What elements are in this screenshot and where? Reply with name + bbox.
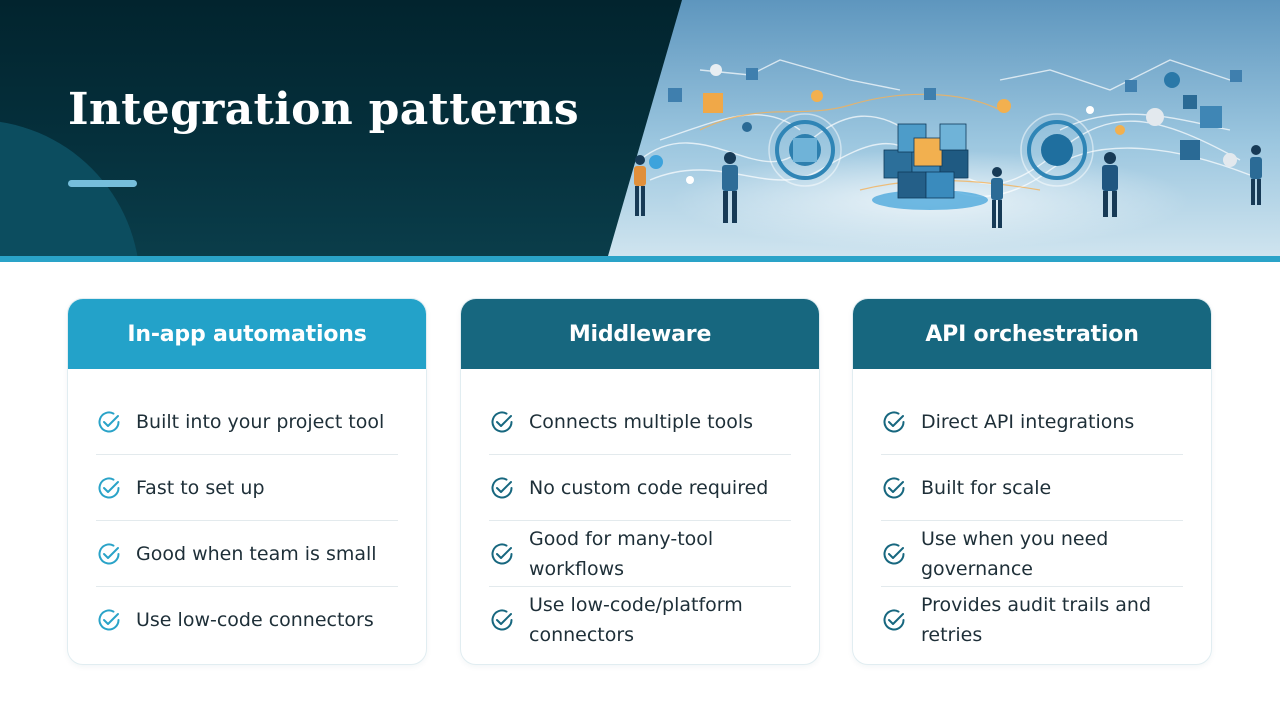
item-label: Use low-code connectors: [136, 609, 374, 631]
list-item: Provides audit trails and retries: [881, 587, 1183, 653]
item-label: Direct API integrations: [921, 410, 1135, 433]
check-circle-icon: [883, 542, 905, 564]
list-item: Direct API integrations: [881, 389, 1183, 455]
list-item: Built into your project tool: [96, 389, 398, 455]
card-title: API orchestration: [853, 299, 1211, 369]
list-item: Built for scale: [881, 455, 1183, 521]
check-circle-icon: [98, 542, 120, 564]
header-accent-stripe: [0, 256, 1280, 262]
card-api-orchestration: API orchestration Direct API integration…: [852, 298, 1212, 665]
list-item: Use low-code connectors: [96, 587, 398, 653]
list-item: Use when you need governance: [881, 521, 1183, 587]
item-label: No custom code required: [529, 476, 769, 499]
list-item: Good for many-tool workflows: [489, 521, 791, 587]
check-circle-icon: [491, 476, 513, 498]
item-label: Fast to set up: [136, 476, 265, 499]
card-title: Middleware: [461, 299, 819, 369]
integration-network-illustration: [608, 0, 1280, 256]
check-circle-icon: [883, 410, 905, 432]
check-circle-icon: [883, 609, 905, 631]
card-middleware: Middleware Connects multiple tools No cu…: [460, 298, 820, 665]
item-label: Connects multiple tools: [529, 410, 754, 433]
check-circle-icon: [98, 609, 120, 631]
card-in-app-automations: In-app automations Built into your proje…: [67, 298, 427, 665]
item-label: Good for many-tool workflows: [529, 527, 714, 580]
list-item: Good when team is small: [96, 521, 398, 587]
title-underline: [68, 180, 137, 187]
item-label: Use low-code/platform connectors: [529, 594, 743, 646]
header-banner: Integration patterns: [0, 0, 1280, 256]
list-item: No custom code required: [489, 455, 791, 521]
card-title: In-app automations: [68, 299, 426, 369]
list-item: Connects multiple tools: [489, 389, 791, 455]
card-item-list: Direct API integrations Built for scale …: [853, 369, 1211, 653]
check-circle-icon: [491, 609, 513, 631]
item-label: Built into your project tool: [136, 410, 385, 433]
check-circle-icon: [98, 410, 120, 432]
list-item: Fast to set up: [96, 455, 398, 521]
item-label: Use when you need governance: [921, 527, 1109, 580]
list-item: Use low-code/platform connectors: [489, 587, 791, 653]
check-circle-icon: [883, 476, 905, 498]
card-item-list: Connects multiple tools No custom code r…: [461, 369, 819, 653]
page-title: Integration patterns: [68, 84, 579, 135]
check-circle-icon: [98, 476, 120, 498]
card-item-list: Built into your project tool Fast to set…: [68, 369, 426, 653]
check-circle-icon: [491, 542, 513, 564]
item-label: Provides audit trails and retries: [921, 594, 1152, 646]
check-circle-icon: [491, 410, 513, 432]
item-label: Good when team is small: [136, 542, 377, 565]
item-label: Built for scale: [921, 476, 1052, 499]
